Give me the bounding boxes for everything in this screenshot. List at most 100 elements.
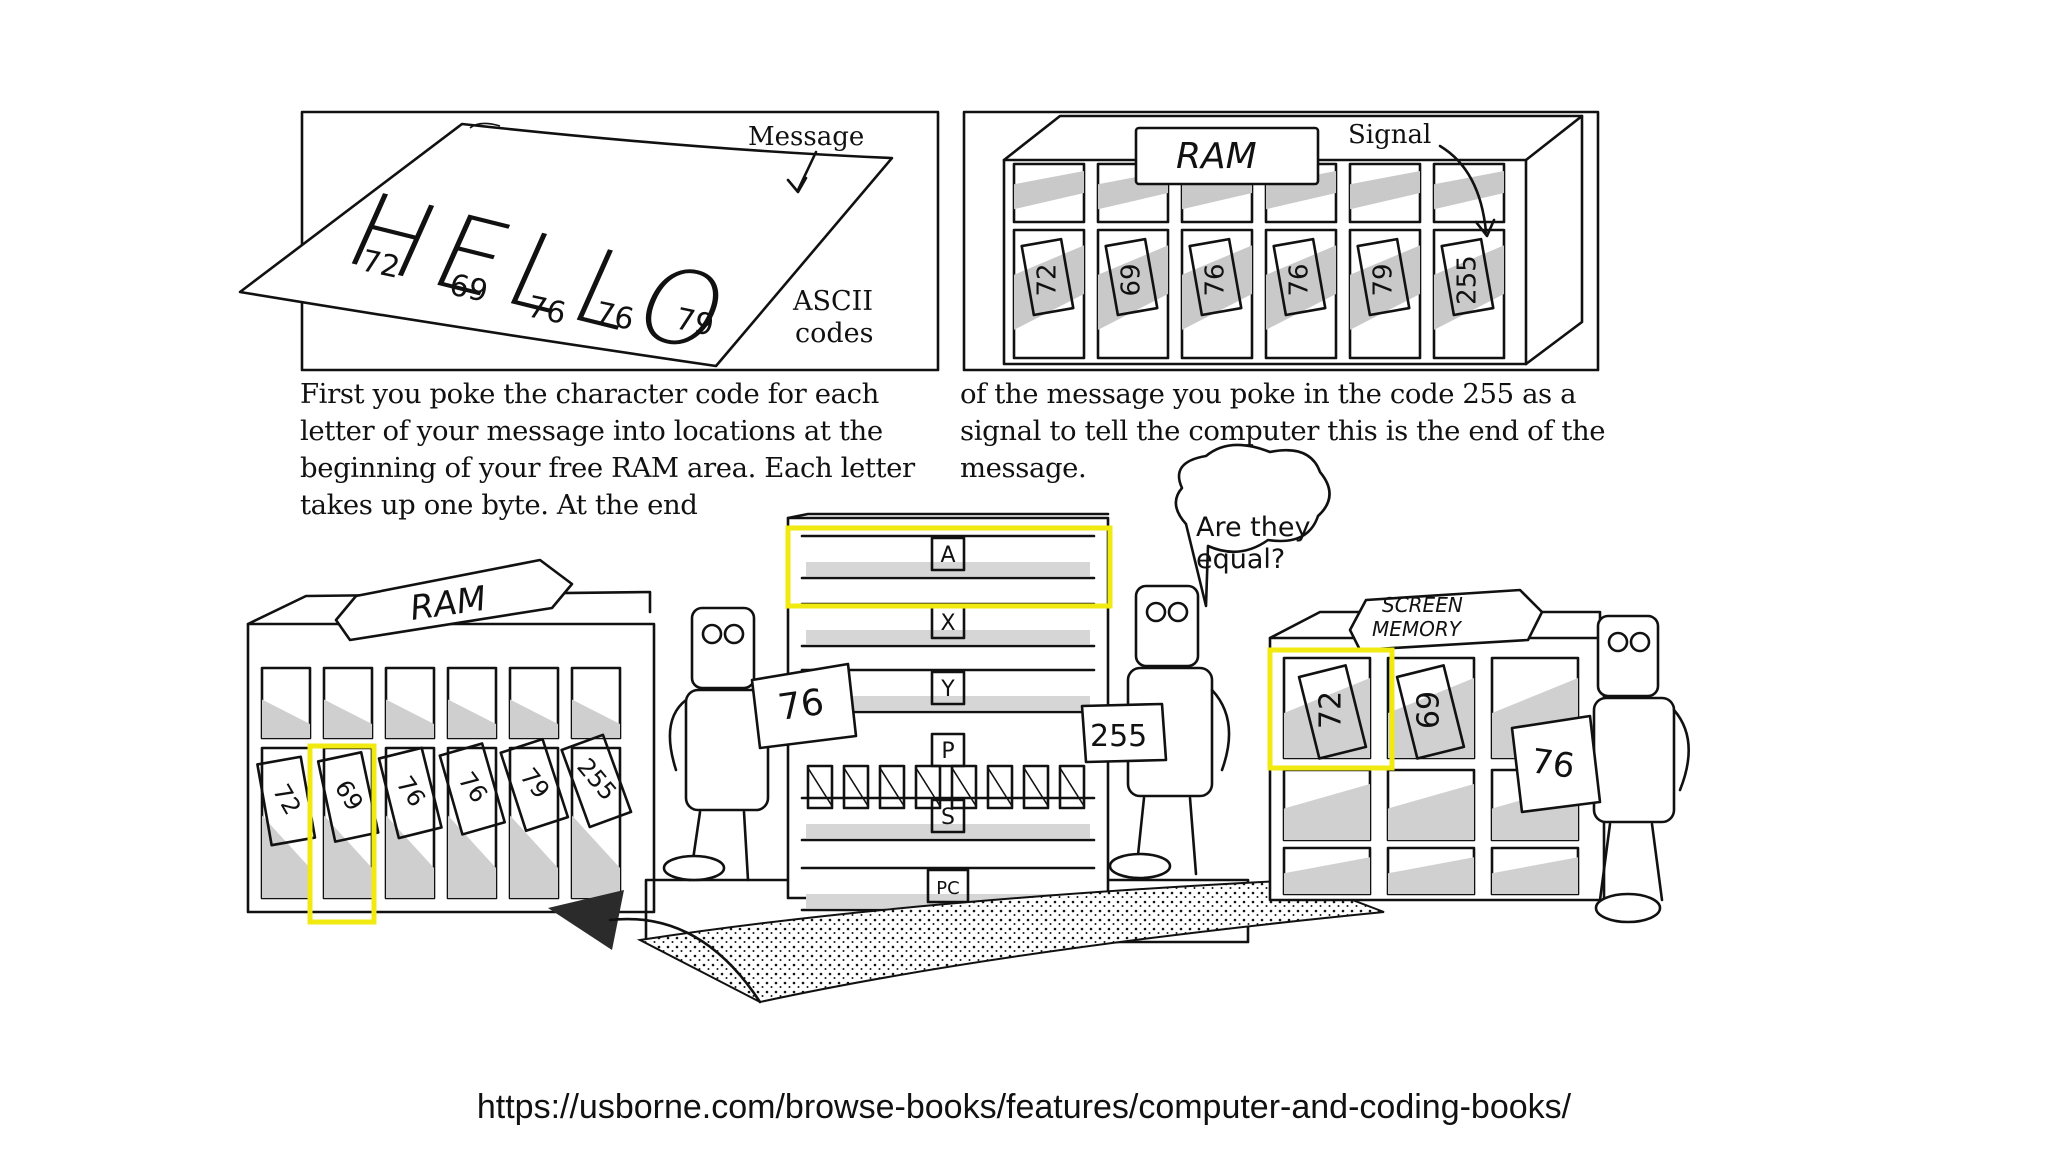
- ram-slot-shadow: [1434, 170, 1504, 210]
- message-paper: [238, 122, 894, 368]
- register-label: A: [940, 543, 955, 568]
- robot-left: 76: [662, 606, 858, 882]
- ram-card-paper: [1272, 237, 1327, 317]
- screen-slot-shadow: [1284, 784, 1370, 840]
- ram-card-value: 76: [1201, 263, 1231, 296]
- ram-card-value: 76: [1285, 263, 1315, 296]
- register-tag: [930, 536, 966, 572]
- screen-card: 69: [1395, 664, 1466, 760]
- ram-cabinet-top: [1002, 114, 1584, 162]
- status-bit: [878, 764, 906, 810]
- ram-card: 72: [1020, 237, 1075, 317]
- robot-left-arm: [668, 698, 688, 772]
- caption-left: First you poke the character code for ea…: [300, 378, 915, 521]
- ram-card-paper: [377, 746, 443, 840]
- status-bit-line: [843, 767, 869, 807]
- ram-slot-shadow: [510, 815, 558, 898]
- register-label: Y: [940, 677, 955, 702]
- ascii-label: ASCII: [792, 286, 873, 317]
- source-url[interactable]: https://usborne.com/browse-books/feature…: [476, 1088, 1572, 1126]
- status-bit-line: [951, 767, 977, 807]
- status-bit: [806, 764, 834, 810]
- robot-right: 76: [1510, 614, 1690, 924]
- cpu-cabinet-top: [786, 512, 1110, 520]
- robot-right-arm: [1672, 708, 1690, 792]
- robot-left-body: [684, 688, 770, 812]
- robot-middle-eye: [1145, 601, 1167, 623]
- ram-card-paper: [1356, 237, 1411, 317]
- message-arrow: [796, 150, 818, 192]
- status-bit-line: [1023, 767, 1049, 807]
- return-arrow: [548, 878, 1385, 1004]
- status-bit-line: [915, 767, 941, 807]
- ram-slot-shadow: [448, 815, 496, 898]
- ram-card-paper: [560, 733, 633, 829]
- robot-left-head: [690, 606, 756, 690]
- speech-bubble: [1174, 443, 1331, 608]
- signal-arrow: [1438, 144, 1488, 234]
- ram-slot-shadow: [448, 699, 496, 738]
- ram-slot-shadow: [262, 815, 310, 898]
- highlight-screen-72: [1267, 647, 1395, 771]
- speech-line-2: equal?: [1196, 544, 1285, 575]
- status-bit: [842, 764, 870, 810]
- robot-middle-head: [1134, 584, 1200, 668]
- signal-arrow-head: [1474, 218, 1496, 238]
- status-bit-line: [807, 767, 833, 807]
- screen-sign-line-2: MEMORY: [1372, 617, 1463, 641]
- status-bit: [950, 764, 978, 810]
- robot-middle-foot: [1108, 852, 1172, 880]
- register-label: S: [941, 805, 955, 830]
- ascii-code: 76: [524, 290, 569, 332]
- screen-card: 72: [1297, 664, 1368, 760]
- status-bit-line: [1059, 767, 1085, 807]
- robot-right-eye: [1607, 631, 1629, 653]
- speech-line-1: Are they: [1196, 512, 1310, 543]
- ram-card-value: 255: [1453, 255, 1483, 305]
- screen-sign-line-1: SCREEN: [1382, 593, 1463, 617]
- ram-card: 76: [1188, 237, 1243, 317]
- ram-card-paper: [316, 751, 380, 843]
- screen-card-value: 69: [1412, 691, 1447, 729]
- highlight-register-a: [785, 525, 1113, 609]
- ram-slot-shadow: [572, 815, 620, 898]
- register-tag: [930, 732, 966, 768]
- ram-card-paper: [438, 742, 507, 836]
- screen-card-paper: [1297, 664, 1368, 760]
- ram-card-value: 72: [1033, 263, 1063, 296]
- robot-right-head: [1596, 614, 1660, 698]
- screen-cards: 72 69: [1297, 664, 1466, 760]
- robot-middle-card-value: 255: [1090, 719, 1147, 754]
- ram-sign-board: [334, 558, 574, 642]
- screen-card-value: 72: [1314, 691, 1349, 729]
- robot-left-eye: [723, 623, 745, 645]
- robot-left-card-value: 76: [776, 682, 827, 729]
- ram-card-value: 69: [1117, 263, 1147, 296]
- robot-middle-arm: [1210, 688, 1231, 772]
- ram-card-paper: [499, 737, 570, 833]
- ram-card: 76: [1272, 237, 1327, 317]
- robot-left-eye: [701, 623, 723, 645]
- status-bit-line: [879, 767, 905, 807]
- ram-slot-shadow: [386, 699, 434, 738]
- status-bit: [1058, 764, 1086, 810]
- codes-label: codes: [795, 318, 874, 349]
- status-bit: [1022, 764, 1050, 810]
- highlight-ram-72: [307, 743, 377, 925]
- robot-right-body: [1592, 696, 1676, 824]
- robot-middle-card: [1080, 702, 1168, 764]
- screen-slot-shadow: [1388, 784, 1474, 840]
- ascii-code: 69: [446, 268, 491, 310]
- register-shelf: [800, 796, 1096, 842]
- ram-slot-shadow: [324, 699, 372, 738]
- return-arrow-head: [548, 890, 624, 950]
- ram-slot-shadow: [1350, 170, 1420, 210]
- status-bit: [914, 764, 942, 810]
- screen-card-paper: [1395, 664, 1466, 760]
- ram-slot-shadow: [324, 815, 372, 898]
- screen-slot-shadow: [1388, 857, 1474, 894]
